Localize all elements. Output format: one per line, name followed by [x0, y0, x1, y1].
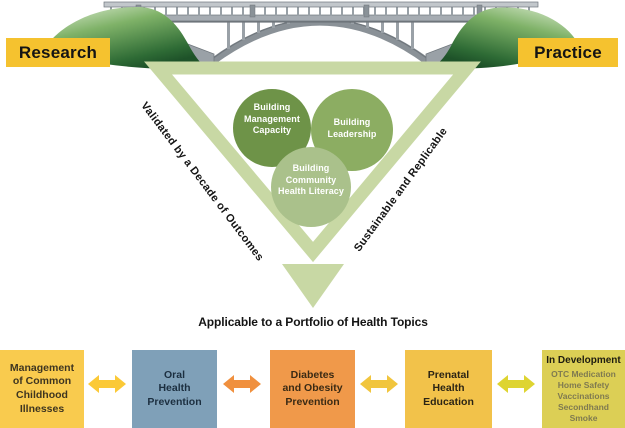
topic-box-childhood-illnesses: Management of Common Childhood Illnesses	[0, 350, 84, 428]
topic1-line3: Childhood	[16, 389, 68, 401]
circle3-line2: Community	[285, 174, 337, 185]
bridge-railing	[106, 7, 536, 16]
topic2-line1: Oral	[163, 368, 185, 381]
in-development-title: In Development	[546, 354, 621, 366]
circle1-line2: Management	[243, 113, 300, 124]
circle3-line3: Health Literacy	[277, 186, 345, 197]
building-leadership-circle	[311, 89, 393, 171]
bridge-top-rail	[103, 1, 539, 8]
topic-box-oral-health: Oral Health Prevention	[132, 350, 217, 428]
building-leadership-text: Building Leadership	[307, 117, 397, 140]
funnel-arrowhead	[282, 264, 344, 308]
dev-item-secondhand-smoke: Secondhand Smoke	[557, 402, 609, 424]
topic1-line4: Illnesses	[19, 402, 65, 415]
portfolio-caption: Applicable to a Portfolio of Health Topi…	[198, 315, 428, 329]
circle1-line1: Building	[253, 102, 291, 112]
building-management-capacity-text: Building Management Capacity	[227, 102, 317, 137]
dev-item-vaccinations: Vaccinations	[557, 390, 610, 401]
dev-item-home-safety: Home Safety	[557, 379, 610, 390]
practice-label-text: Practice	[534, 42, 602, 62]
topic2-line3: Prevention	[147, 395, 202, 408]
practice-label: Practice	[518, 38, 618, 67]
topic3-line1: Diabetes	[290, 368, 335, 381]
topic4-line3: Education	[423, 395, 474, 408]
topic4-line2: Health	[432, 382, 465, 395]
topic3-line2: and Obesity	[282, 382, 343, 395]
research-label: Research	[6, 38, 110, 67]
building-community-health-literacy-circle	[271, 147, 351, 227]
topic1-line1: Management	[9, 361, 75, 374]
topic1-line2: of Common	[12, 375, 72, 388]
circle2-line2: Leadership	[327, 128, 377, 139]
research-label-text: Research	[18, 42, 98, 62]
bridge-deck-edge	[104, 21, 538, 23]
double-arrow-icon-2	[223, 375, 261, 393]
topic3-line3: Prevention	[285, 395, 340, 408]
circle2-line1: Building	[333, 117, 371, 127]
circle3-line1: Building	[292, 163, 330, 173]
bridge-piers	[227, 22, 414, 49]
topic-box-prenatal-health: Prenatal Health Education	[405, 350, 492, 428]
topic-box-in-development: In Development OTC Medication Home Safet…	[542, 350, 625, 428]
building-community-health-literacy-text: Building Community Health Literacy	[266, 163, 356, 198]
topic2-line2: Health	[158, 382, 191, 395]
double-arrow-icon-1	[88, 375, 126, 393]
topic4-line1: Prenatal	[427, 368, 470, 381]
double-arrow-icon-3	[360, 375, 398, 393]
building-management-capacity-circle	[233, 89, 311, 167]
topic-box-diabetes-obesity: Diabetes and Obesity Prevention	[270, 350, 355, 428]
circle1-line3: Capacity	[252, 125, 292, 136]
double-arrow-icon-4	[497, 375, 535, 393]
funnel-triangle	[144, 61, 481, 263]
dev-item-otc-medication: OTC Medication	[551, 368, 616, 379]
